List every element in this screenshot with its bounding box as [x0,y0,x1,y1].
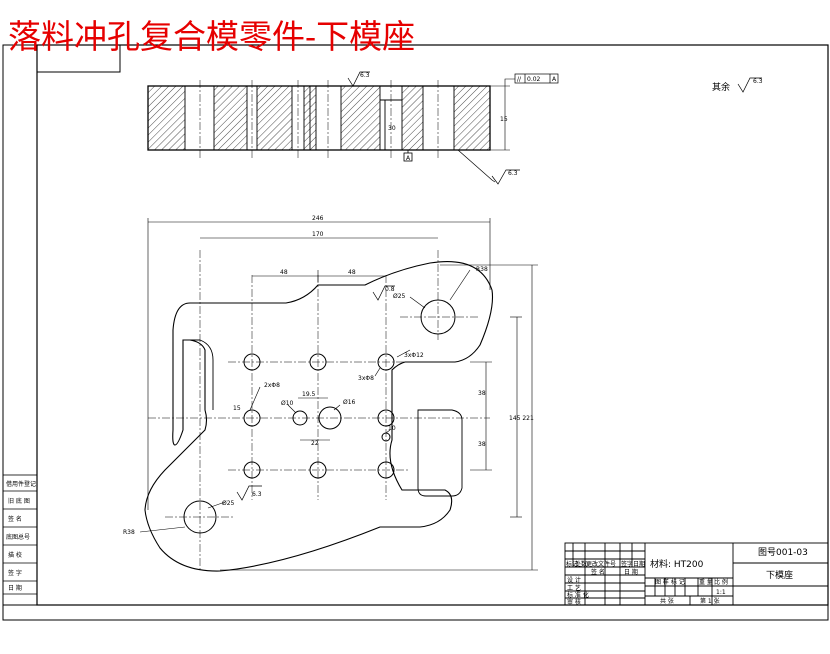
material-label: 材料: HT200 [650,558,704,570]
title-block: 材料: HT200 图号001-03 下模座 1:1 标记 处数 更改文件号 签… [564,542,829,606]
roughness-boss: 0.8 [385,286,395,293]
dim-radius-top: R38 [476,266,488,273]
svg-text:日 期: 日 期 [8,584,22,592]
svg-text:标 准 化: 标 准 化 [567,591,589,599]
roughness-corner: 6.3 [252,491,262,498]
dim-hole-lower: Ø25 [222,500,235,507]
dim-note-small: 10 [388,425,396,432]
svg-text:借用件登记: 借用件登记 [6,480,36,488]
svg-text:签 名: 签 名 [8,515,22,523]
svg-text:日 期: 日 期 [624,568,638,576]
svg-text:0.02: 0.02 [527,76,541,83]
left-signature-block: 借用件登记 旧 底 图 签 名 底图总号 描 校 签 字 日 期 [2,474,38,606]
drawing-title: 落料冲孔复合模零件-下模座 [8,17,415,56]
dim-holes-2x: 2xΦ8 [264,382,280,389]
dim-inner-width: 170 [312,231,324,238]
section-view: A 30 15 // 0.02 A 6.3 6.3 [147,71,559,185]
roughness-symbol-top [347,71,370,87]
svg-text://: // [517,76,522,83]
svg-text:其余: 其余 [712,81,730,93]
dim-gap: 22 [311,440,319,447]
svg-text:底图总号: 底图总号 [6,533,30,541]
svg-text:比 例: 比 例 [714,578,728,586]
tolerance-frame: // 0.02 A [514,73,559,84]
dim-hole-upper: Ø25 [393,293,406,300]
dim-side-upper: 38 [478,390,486,397]
dim-height: 15 [500,116,508,123]
svg-text:A: A [552,76,557,83]
svg-text:重 量: 重 量 [699,578,713,586]
svg-text:签 字: 签 字 [8,569,22,577]
dim-spacing-left: 48 [280,269,288,276]
dim-holes-3xd: 3xΦ12 [404,352,424,359]
dim-holes-3x: 3xΦ8 [358,375,374,382]
plan-view: 0.8 6.3 246 170 48 48 R38 R38 Ø25 Ø25 3x… [123,215,538,572]
svg-text:设 计: 设 计 [567,576,581,584]
dim-radius-bottom: R38 [123,529,135,536]
svg-text:描 校: 描 校 [8,551,22,559]
dim-pitch: 15 [233,405,241,412]
svg-text:第 1 张: 第 1 张 [700,597,720,605]
svg-text:6.3: 6.3 [360,72,370,79]
svg-text:1:1: 1:1 [716,589,726,596]
roughness-rest: 其余 6.3 [712,77,763,93]
svg-text:处数: 处数 [575,560,587,568]
drawing-frame [2,44,829,621]
svg-text:共 张: 共 张 [660,597,674,605]
dim-side-total: 145 221 [509,415,534,422]
svg-text:工 艺: 工 艺 [567,584,581,592]
svg-text:日期: 日期 [633,560,645,568]
drawing-number: 图号001-03 [758,547,808,558]
svg-text:标记: 标记 [566,560,578,568]
svg-text:图 样 标 记: 图 样 标 记 [655,578,685,586]
svg-text:签 名: 签 名 [591,568,605,576]
part-name: 下模座 [766,569,793,581]
dim-hole-side: Ø10 [281,400,294,407]
svg-text:签字: 签字 [621,560,633,568]
svg-text:6.3: 6.3 [753,78,763,85]
svg-text:旧 底 图: 旧 底 图 [8,497,30,505]
dim-offset: 19.5 [302,391,316,398]
dim-overall-width: 246 [312,215,324,222]
dim-hole-center: Ø16 [343,399,356,406]
dim-spacing-right: 48 [348,269,356,276]
datum-label: A [406,155,411,162]
dim-thickness: 30 [388,125,396,132]
roughness-bottom: 6.3 [508,170,518,177]
svg-text:更改文件号: 更改文件号 [586,560,616,568]
svg-text:审 核: 审 核 [567,598,581,606]
dim-side-lower: 38 [478,441,486,448]
